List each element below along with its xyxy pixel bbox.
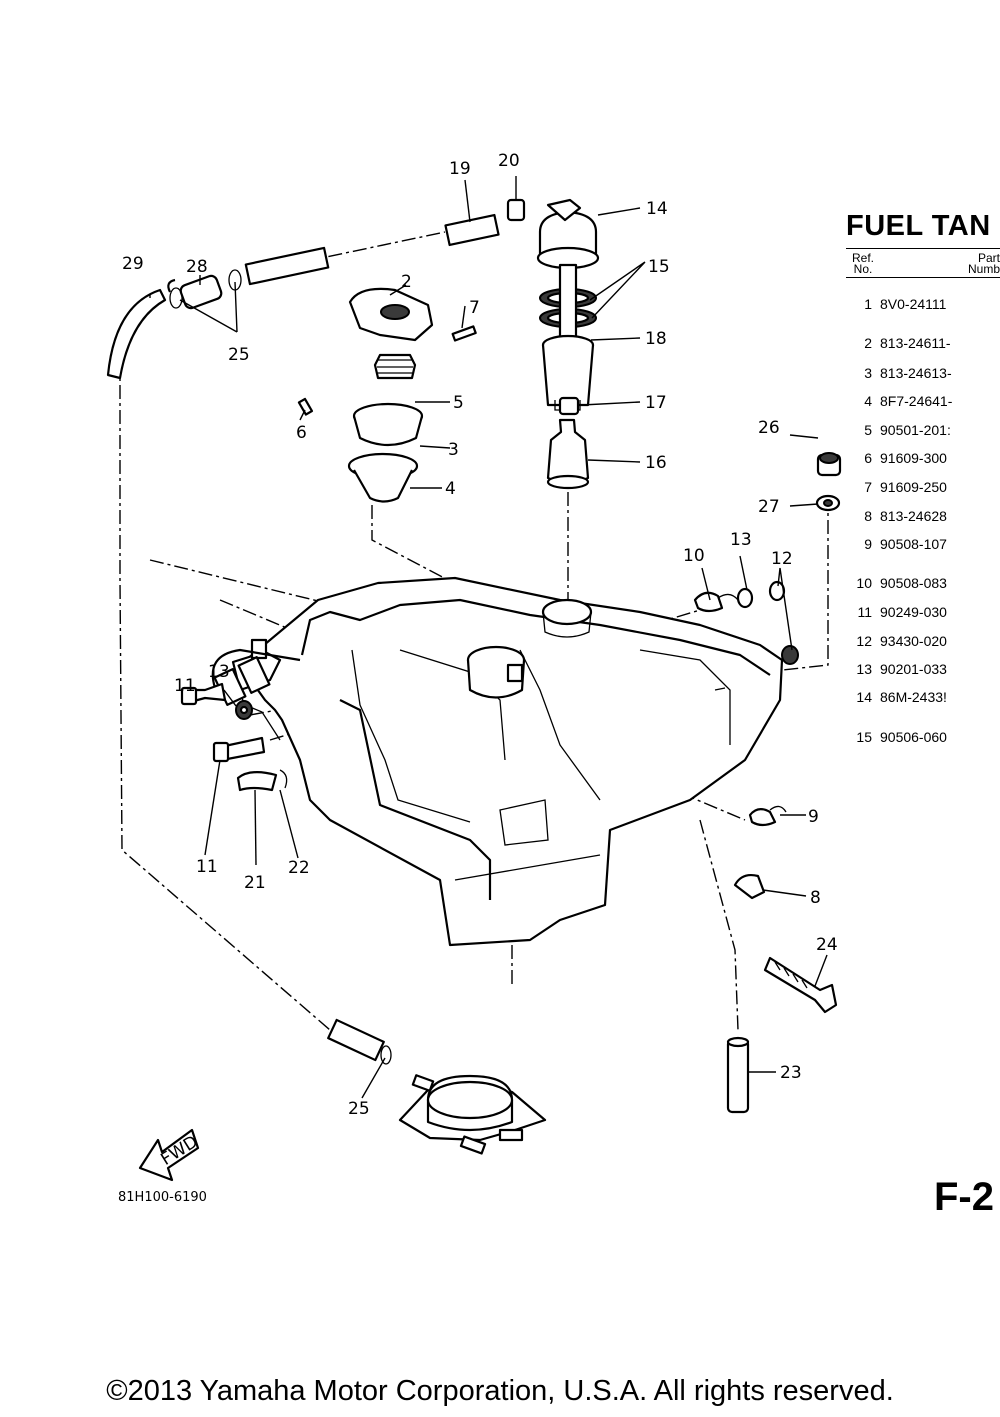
callout-29: 29 [122, 254, 144, 274]
callout-18: 18 [645, 329, 667, 349]
callout-8: 8 [810, 888, 821, 908]
callout-25b: 25 [348, 1099, 370, 1119]
callout-12: 12 [771, 549, 793, 569]
callout-10: 10 [683, 546, 705, 566]
callout-23: 23 [780, 1063, 802, 1083]
callout-28: 28 [186, 257, 208, 277]
callout-16: 16 [645, 453, 667, 473]
parts-table-header: Ref. No. Part Numb [846, 248, 1000, 278]
callout-27: 27 [758, 497, 780, 517]
callout-7: 7 [469, 298, 480, 318]
callout-2: 2 [401, 272, 412, 292]
callout-14: 14 [646, 199, 668, 219]
callout-21: 21 [244, 873, 266, 893]
callout-13b: 13 [208, 662, 230, 682]
ref-column-header: Ref. No. [851, 251, 874, 276]
leader-lines [149, 176, 828, 1099]
fwd-arrow-icon: FWD [138, 1128, 202, 1182]
callout-17: 17 [645, 393, 667, 413]
page-code: F-2 [934, 1175, 994, 1219]
callout-5: 5 [453, 393, 464, 413]
callout-22: 22 [288, 858, 310, 878]
callout-13a: 13 [730, 530, 752, 550]
bottom-parts [327, 1018, 547, 1155]
callout-15: 15 [648, 257, 670, 277]
copyright-notice: ©2013 Yamaha Motor Corporation, U.S.A. A… [106, 1375, 894, 1407]
callout-3: 3 [448, 440, 459, 460]
callout-4: 4 [445, 479, 456, 499]
filler-cap-parts [297, 287, 477, 503]
drawing-number: 81H100-6190 [118, 1190, 207, 1205]
callout-24: 24 [816, 935, 838, 955]
callout-6: 6 [296, 423, 307, 443]
fuel-tank [231, 576, 784, 947]
callout-11b: 11 [196, 857, 218, 877]
callout-25a: 25 [228, 345, 250, 365]
callout-11a: 11 [174, 676, 196, 696]
pump-assembly [536, 198, 600, 490]
callout-19: 19 [449, 159, 471, 179]
fittings-left [180, 682, 288, 792]
callout-9: 9 [808, 807, 819, 827]
section-title: FUEL TAN [846, 210, 991, 242]
callout-20: 20 [498, 151, 520, 171]
fuel-hoses-top [106, 198, 526, 380]
fittings-right [693, 452, 842, 1114]
part-number-column-header: Part Numb [967, 251, 1000, 276]
callouts: 2 3 4 5 6 7 8 9 10 11 11 12 13 13 14 15 … [122, 151, 838, 1119]
callout-26: 26 [758, 418, 780, 438]
